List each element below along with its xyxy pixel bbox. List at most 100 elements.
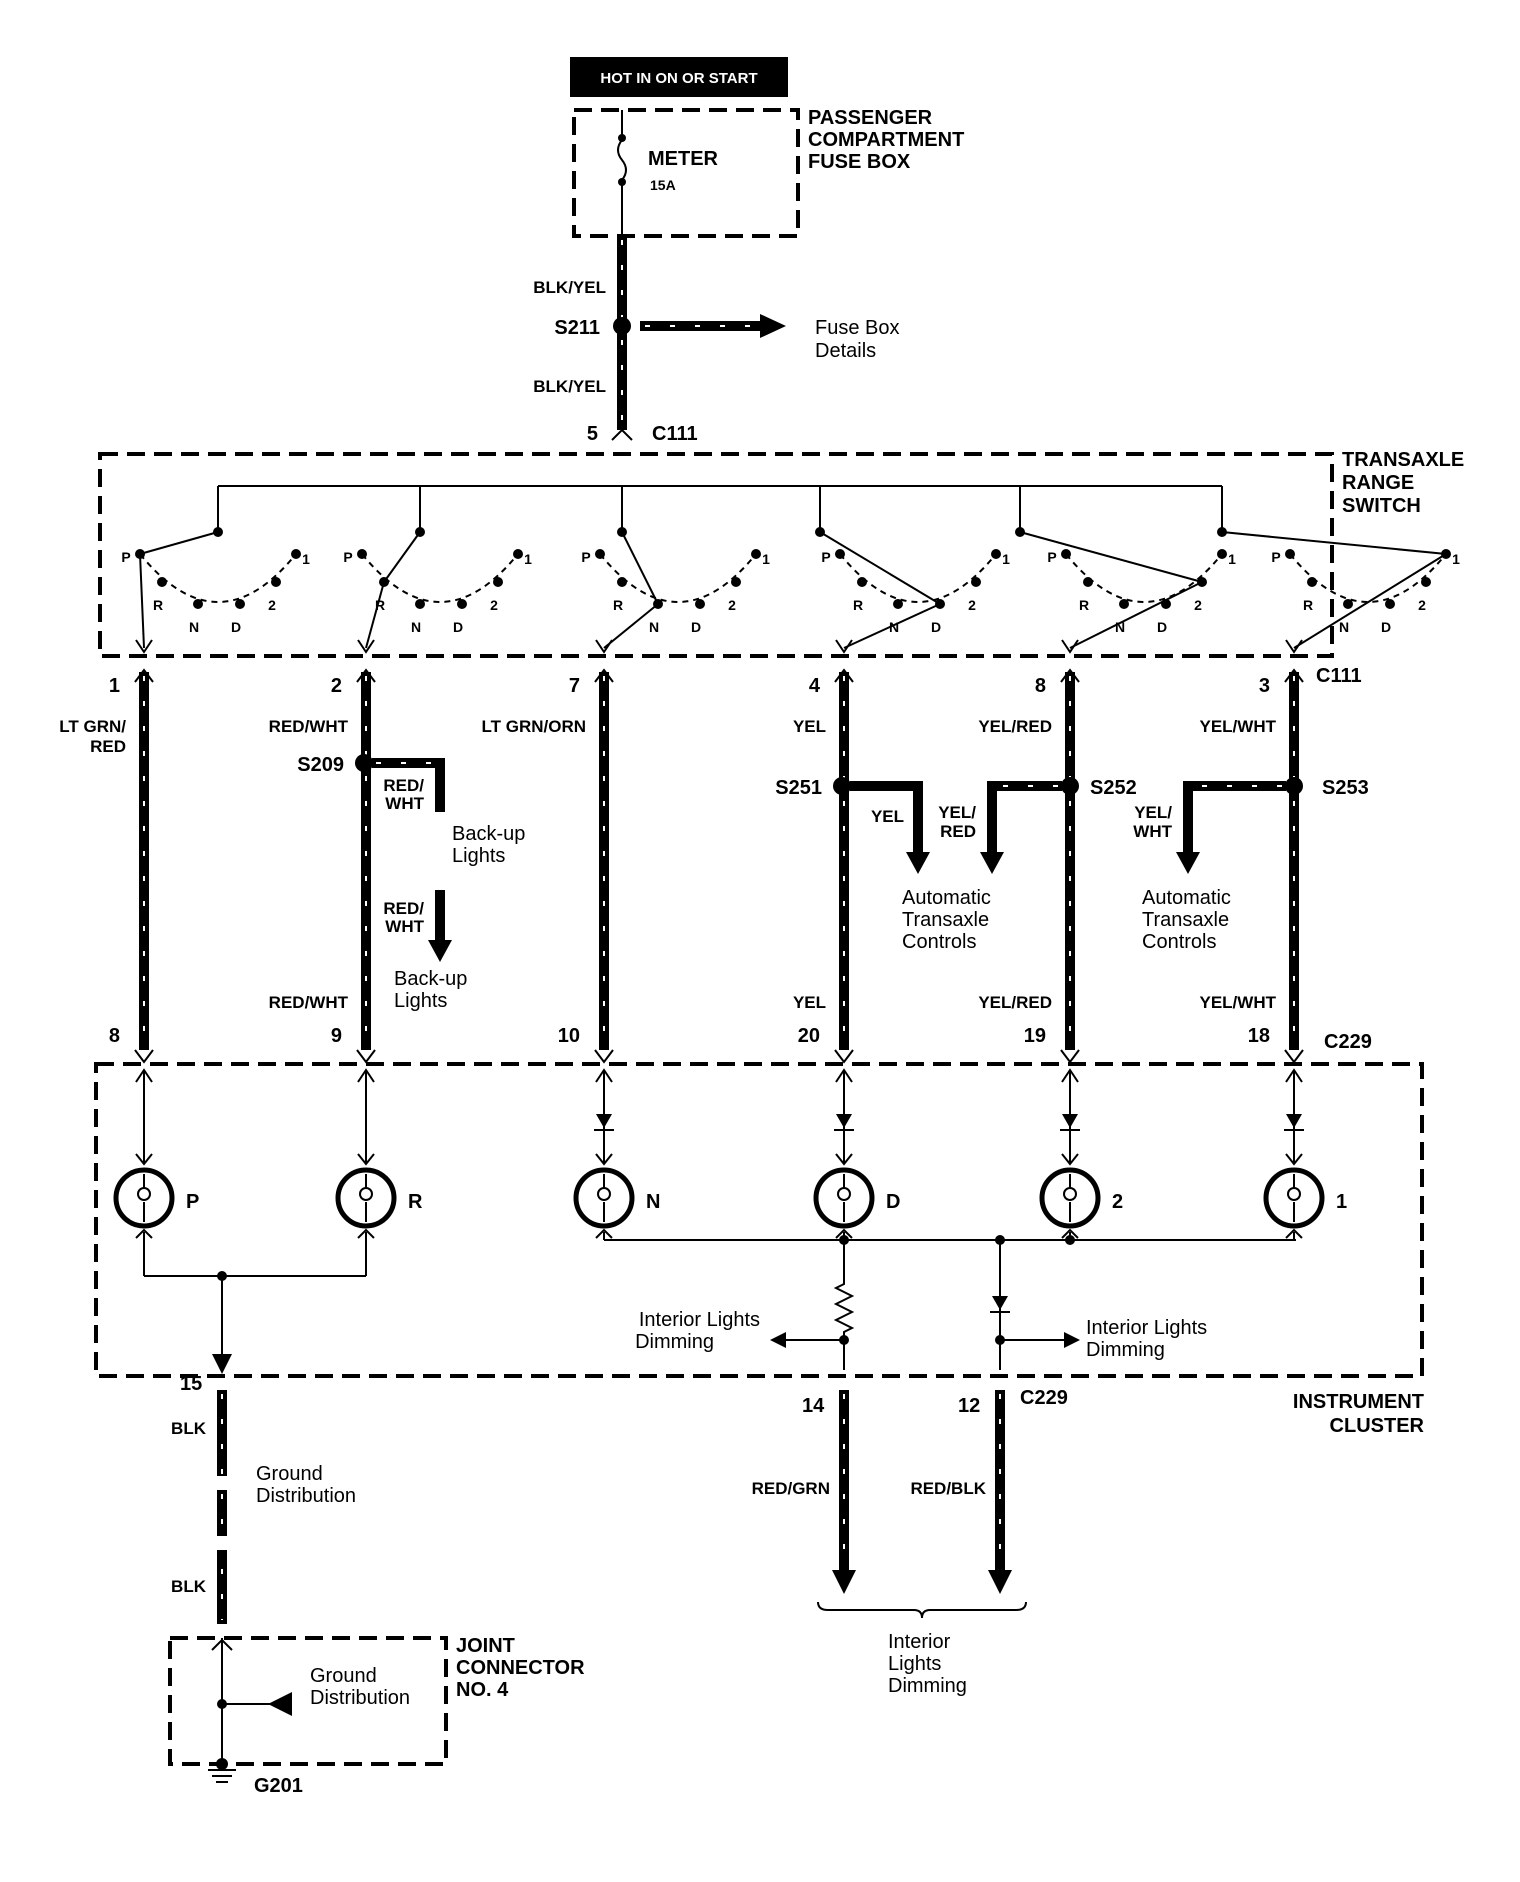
feed-connector: C111 (652, 423, 698, 445)
switch-pos-label: R (613, 597, 623, 613)
switch-pos-label: 2 (728, 597, 736, 613)
joint-title-1: JOINT (456, 1635, 515, 1657)
top-pin: 8 (1035, 675, 1046, 697)
indicator-bulb-icon (113, 1167, 175, 1229)
indicator-bulb-icon (1039, 1167, 1101, 1229)
dimming-left-b: Dimming (635, 1331, 714, 1353)
indicator-bulb-icon (335, 1167, 397, 1229)
lamp-diode (836, 1114, 852, 1128)
switch-pos-label: 2 (968, 597, 976, 613)
dimming-right-b: Dimming (1086, 1339, 1165, 1361)
atc1-a: Automatic (902, 887, 991, 909)
splice-s252-label: S252 (1090, 777, 1137, 799)
switch-pos-label: R (153, 597, 163, 613)
switch-pos-label: R (853, 597, 863, 613)
range-switch-outline (98, 452, 1334, 658)
switch-pos-label: D (231, 619, 241, 635)
wire-top-label: YEL/WHT (1200, 717, 1277, 736)
atc2-b: Transaxle (1142, 909, 1229, 931)
wire-top-label: RED (90, 737, 126, 756)
lamp-diode (1286, 1114, 1302, 1128)
splice-s251-label: S251 (775, 777, 822, 799)
switch-pos-label: N (1339, 619, 1349, 635)
lamp-label: N (646, 1191, 660, 1213)
range-switch-title-2: RANGE (1342, 472, 1414, 494)
joint-connector-outline (168, 1636, 448, 1766)
lamp-label: 2 (1112, 1191, 1123, 1213)
wire-bottom-label: YEL (793, 993, 826, 1012)
fuse-details-arrow (760, 314, 786, 338)
power-label-box (570, 57, 788, 97)
dimming-diode (992, 1296, 1008, 1310)
fuse-icon (617, 139, 627, 181)
switch-pos-label: P (1271, 549, 1280, 565)
s209-wire-label-1b: WHT (385, 794, 424, 813)
bottom-pin: 19 (1024, 1025, 1046, 1047)
indicator-bulb-icon (1263, 1167, 1325, 1229)
wire15-label-b: BLK (171, 1577, 207, 1596)
ground-g201: G201 (254, 1775, 303, 1797)
wire14-label: RED/GRN (752, 1479, 830, 1498)
top-pin: 3 (1259, 675, 1270, 697)
fuse-rating: 15A (650, 177, 676, 193)
wire-bottom-label: RED/WHT (269, 993, 349, 1012)
joint-title-2: CONNECTOR (456, 1657, 585, 1679)
lamp-diode (1062, 1114, 1078, 1128)
switch-pos-label: N (649, 619, 659, 635)
switch-pos-label: 1 (302, 551, 310, 567)
bottom-pin: 9 (331, 1025, 342, 1047)
atc2-a: Automatic (1142, 887, 1231, 909)
backup-lights-2b: Lights (394, 990, 447, 1012)
fuse-details-2: Details (815, 340, 876, 362)
dimming-brace (817, 1601, 1027, 1619)
s209-wire-label-2b: WHT (385, 917, 424, 936)
dimming-resistor (833, 1240, 855, 1370)
indicator-bulb-icon (813, 1167, 875, 1229)
joint-ground-a: Ground (310, 1665, 377, 1687)
splice-s211 (613, 317, 631, 335)
fuse-box-title-1: PASSENGER (808, 107, 933, 129)
switch-pos-label: P (821, 549, 830, 565)
splice-s209 (355, 754, 373, 772)
switch-pos-label: 1 (1452, 551, 1460, 567)
dest-a: Interior (888, 1631, 951, 1653)
s253-wire-label-a: YEL/ (1134, 803, 1172, 822)
pin-12: 12 (958, 1395, 980, 1417)
wire12-label: RED/BLK (910, 1479, 986, 1498)
wire15-label-a: BLK (171, 1419, 207, 1438)
wire-bottom-label: YEL/RED (978, 993, 1052, 1012)
splice-s252 (1061, 777, 1079, 795)
range-switch-title-1: TRANSAXLE (1342, 449, 1464, 471)
dest-b: Lights (888, 1653, 941, 1675)
wire-top-label: YEL/RED (978, 717, 1052, 736)
switch-pos-label: D (453, 619, 463, 635)
switch-pos-label: R (1079, 597, 1089, 613)
switch-pos-label: R (375, 597, 385, 613)
backup-lights-1a: Back-up (452, 823, 525, 845)
switch-connector: C111 (1316, 665, 1362, 687)
switch-pos-label: N (189, 619, 199, 635)
switch-pos-label: N (889, 619, 899, 635)
feed-pin: 5 (587, 423, 598, 445)
pin-14: 14 (802, 1395, 825, 1417)
switch-pos-label: 2 (1194, 597, 1202, 613)
wire-top-label: LT GRN/ (59, 717, 126, 736)
splice-s251 (833, 777, 851, 795)
backup-lights-2a: Back-up (394, 968, 467, 990)
wire-top-label: RED/WHT (269, 717, 349, 736)
switch-pos-label: 1 (1002, 551, 1010, 567)
splice-s211-label: S211 (554, 317, 600, 339)
wire-bottom-label: YEL/WHT (1200, 993, 1277, 1012)
s209-wire-label-2a: RED/ (383, 899, 424, 918)
lamp-label: P (186, 1191, 199, 1213)
switch-pos-label: 1 (524, 551, 532, 567)
indicator-bulb-icon (573, 1167, 635, 1229)
bottom-pin: 8 (109, 1025, 120, 1047)
dest-c: Dimming (888, 1675, 967, 1697)
switch-pos-label: 2 (268, 597, 276, 613)
splice-s209-label: S209 (297, 754, 344, 776)
switch-pos-label: P (581, 549, 590, 565)
switch-pos-label: D (691, 619, 701, 635)
